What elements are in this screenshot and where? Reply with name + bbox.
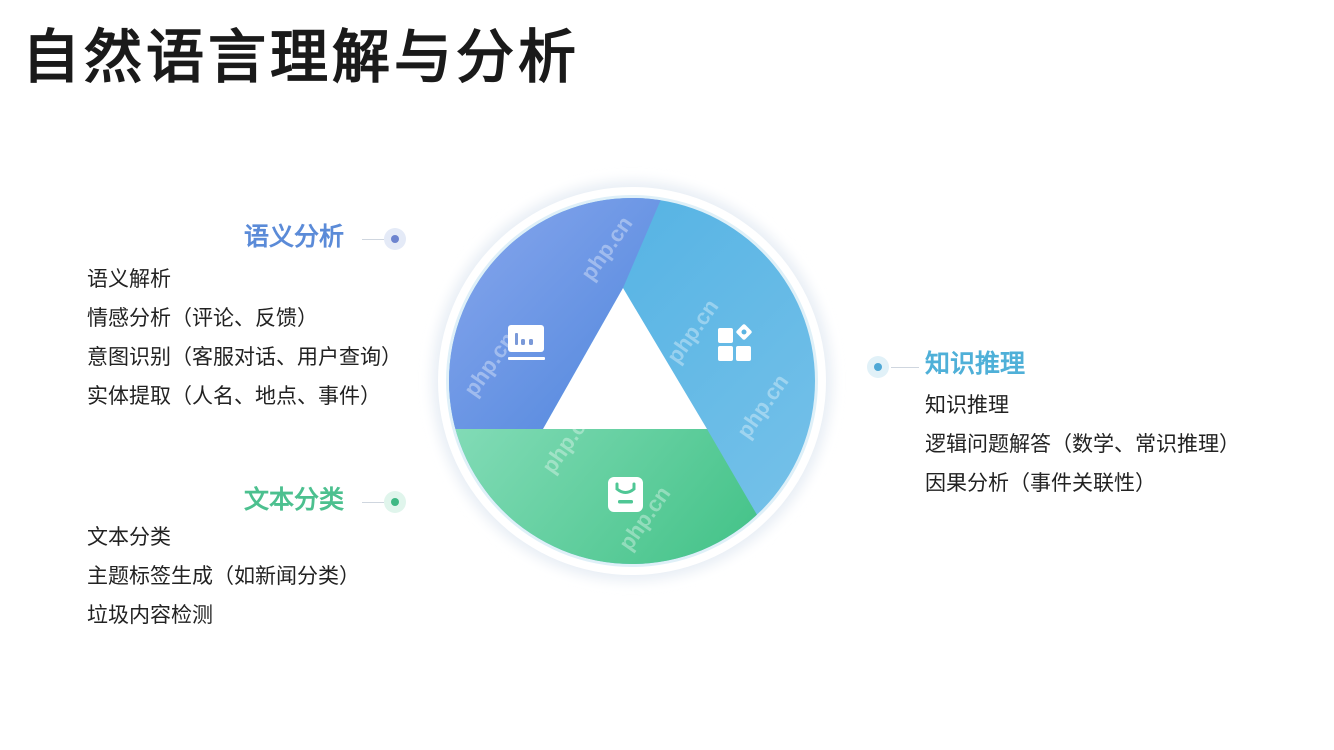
item-list-semantic: 语义解析 情感分析（评论、反馈） 意图识别（客服对话、用户查询） 实体提取（人名… <box>87 260 402 416</box>
list-item: 因果分析（事件关联性） <box>925 471 1156 495</box>
list-item: 逻辑问题解答（数学、常识推理） <box>925 432 1240 456</box>
item-list-classification: 文本分类 主题标签生成（如新闻分类） 垃圾内容检测 <box>87 518 360 635</box>
presentation-board-icon <box>508 325 545 360</box>
list-item: 情感分析（评论、反馈） <box>87 306 318 330</box>
segment-knowledge <box>449 198 815 564</box>
outer-ring-shadow <box>432 181 832 581</box>
section-title-semantic: 语义分析 <box>244 222 345 251</box>
item-list-knowledge: 知识推理 逻辑问题解答（数学、常识推理） 因果分析（事件关联性） <box>925 386 1275 503</box>
marker-dot-semantic <box>384 228 406 250</box>
dot-icon <box>874 363 882 371</box>
outer-ring <box>438 187 826 575</box>
watermark: php.cn <box>537 404 599 477</box>
list-item: 文本分类 <box>87 525 171 549</box>
marker-dot-knowledge <box>867 356 889 378</box>
section-title-knowledge: 知识推理 <box>925 349 1026 378</box>
page-title: 自然语言理解与分析 <box>22 23 581 91</box>
list-item: 语义解析 <box>87 267 171 291</box>
center-triangle <box>543 288 707 429</box>
list-item: 意图识别（客服对话、用户查询） <box>87 345 402 369</box>
list-item: 主题标签生成（如新闻分类） <box>87 564 360 588</box>
connector-line <box>891 367 919 368</box>
marker-dot-classification <box>384 491 406 513</box>
connector-line <box>362 502 384 503</box>
watermark: php.cn <box>459 327 521 400</box>
watermark: php.cn <box>576 211 638 284</box>
list-item: 垃圾内容检测 <box>87 603 213 627</box>
watermark: php.cn <box>732 369 794 442</box>
inner-glow <box>446 195 818 567</box>
list-item: 知识推理 <box>925 393 1009 417</box>
watermark: php.cn <box>662 294 724 367</box>
dot-icon <box>391 498 399 506</box>
segment-semantic <box>449 198 665 429</box>
segment-classification <box>449 429 790 564</box>
section-title-classification: 文本分类 <box>244 485 345 514</box>
dot-icon <box>391 235 399 243</box>
tag-box-icon <box>608 477 643 512</box>
app-grid-icon <box>718 324 752 361</box>
watermark: php.cn <box>614 481 676 554</box>
list-item: 实体提取（人名、地点、事件） <box>87 384 381 408</box>
connector-line <box>362 239 384 240</box>
